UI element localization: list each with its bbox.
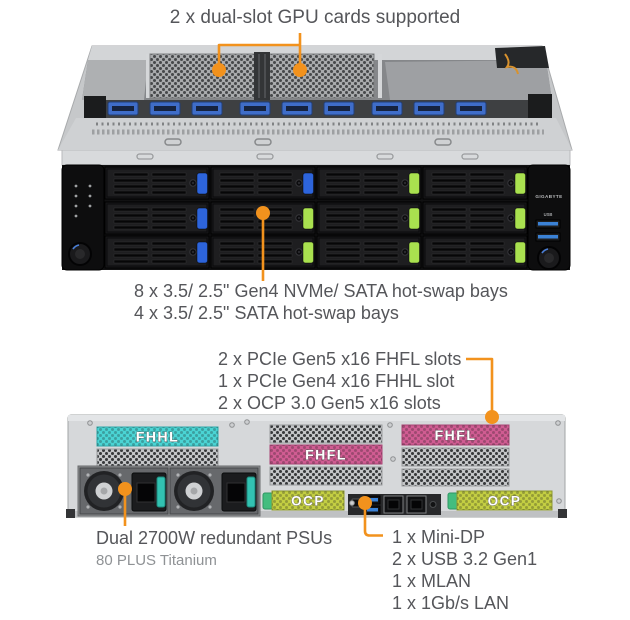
psu-latch <box>246 476 256 508</box>
lip-handle-cutouts <box>136 153 479 160</box>
rear-io-panel <box>348 494 441 515</box>
deck-handle-cutouts <box>164 138 452 146</box>
drive-bay-latch <box>302 207 314 230</box>
riser-divider <box>254 52 270 100</box>
psu-latch <box>156 476 166 508</box>
io-callout-text: 1 x Mini-DP 2 x USB 3.2 Gen1 1 x MLAN 1 … <box>392 526 537 614</box>
fhfl-slot-label: FHFL <box>435 427 477 443</box>
front-view-image: GIGABYTE USB <box>61 150 571 271</box>
front-left-ear <box>61 164 105 271</box>
drive-bay-latch <box>196 172 208 195</box>
right-corner-clip <box>528 94 552 118</box>
top-front-deck <box>58 118 572 150</box>
pcie-line-2: 1 x PCIe Gen4 x16 FHHL slot <box>218 371 455 391</box>
rack-tab-left <box>66 509 75 518</box>
fhfl-slot-mid: FHFL <box>269 444 383 465</box>
psu-line-1: Dual 2700W redundant PSUs <box>96 528 333 548</box>
ocp-slot-label: OCP <box>488 494 522 509</box>
id-button <box>429 501 437 508</box>
drive-bay-latch <box>408 207 420 230</box>
psu-callout-text: Dual 2700W redundant PSUs 80 PLUS Titani… <box>96 527 332 571</box>
pcie-slot-blank <box>401 468 510 487</box>
drive-bay-latch <box>196 241 208 264</box>
drive-bay-latch <box>196 207 208 230</box>
gpu-callout-label: 2 x dual-slot GPU cards supported <box>169 7 461 28</box>
usb-port <box>538 222 558 226</box>
top-view-image <box>57 45 573 151</box>
drive-bay-latch <box>514 241 526 264</box>
fhfl-slot-label: FHFL <box>305 447 347 463</box>
ocp-slot-label: OCP <box>291 494 325 509</box>
psu-2 <box>169 467 259 515</box>
pcie-callout-text: 2 x PCIe Gen5 x16 FHFL slots 1 x PCIe Ge… <box>218 348 461 414</box>
rear-view-image: FHHL <box>66 414 567 518</box>
bays-line-2: 4 x 3.5/ 2.5" SATA hot-swap bays <box>134 303 399 323</box>
pcie-line-1: 2 x PCIe Gen5 x16 FHFL slots <box>218 349 462 369</box>
fhhl-slot-label: FHHL <box>136 429 179 445</box>
drive-bay-latch <box>302 172 314 195</box>
io-line-1: 1 x Mini-DP <box>392 527 486 547</box>
pcie-slot-blank <box>269 466 383 486</box>
top-left-bracket <box>82 60 148 100</box>
pcie-slot-blank <box>269 424 383 444</box>
backplane-connectors <box>107 101 487 116</box>
front-right-ear: GIGABYTE USB <box>527 164 571 271</box>
io-line-3: 1 x MLAN <box>392 571 472 591</box>
ocp-slot-mid: OCP <box>262 490 345 511</box>
drive-bay-latch <box>408 172 420 195</box>
ocp-slot-right: OCP <box>447 490 553 511</box>
gpu-bay-right-mesh <box>265 53 375 99</box>
callout-line-fhfl <box>466 357 494 416</box>
drive-bay-latch <box>514 207 526 230</box>
top-right-tray <box>385 60 552 100</box>
gpu-bay-left-mesh <box>149 53 259 99</box>
fhfl-slot-right: FHFL <box>401 424 510 446</box>
front-usb-ports <box>535 219 561 242</box>
usb-port <box>538 235 558 239</box>
pcie-slot-blank <box>401 447 510 467</box>
io-line-4: 1 x 1Gb/s LAN <box>392 593 510 613</box>
psu-1 <box>79 467 169 515</box>
cable <box>504 53 519 75</box>
front-led-indicators <box>74 184 92 218</box>
chassis-screws <box>87 419 562 506</box>
front-top-lip <box>61 150 571 166</box>
io-line-2: 2 x USB 3.2 Gen1 <box>392 549 538 569</box>
drive-bay-latch <box>302 241 314 264</box>
psu-bay <box>77 465 261 517</box>
psu-line-2: 80 PLUS Titanium <box>96 552 217 569</box>
pcie-line-3: 2 x OCP 3.0 Gen5 x16 slots <box>218 393 441 413</box>
drive-bay-grid <box>104 166 528 269</box>
rack-tab-right <box>558 509 567 518</box>
left-corner-clip <box>84 96 106 120</box>
drive-bay-latch <box>408 241 420 264</box>
bays-line-1: 8 x 3.5/ 2.5" Gen4 NVMe/ SATA hot-swap b… <box>134 281 508 301</box>
top-right-corner <box>495 46 549 68</box>
usb-label: USB <box>544 212 553 217</box>
bays-callout-text: 8 x 3.5/ 2.5" Gen4 NVMe/ SATA hot-swap b… <box>134 280 508 324</box>
drive-bay-latches <box>196 172 526 264</box>
fhhl-slot: FHHL <box>96 426 219 447</box>
pcie-slot-blank <box>96 448 219 467</box>
drive-bay-latch <box>514 172 526 195</box>
brand-label: GIGABYTE <box>535 194 562 199</box>
